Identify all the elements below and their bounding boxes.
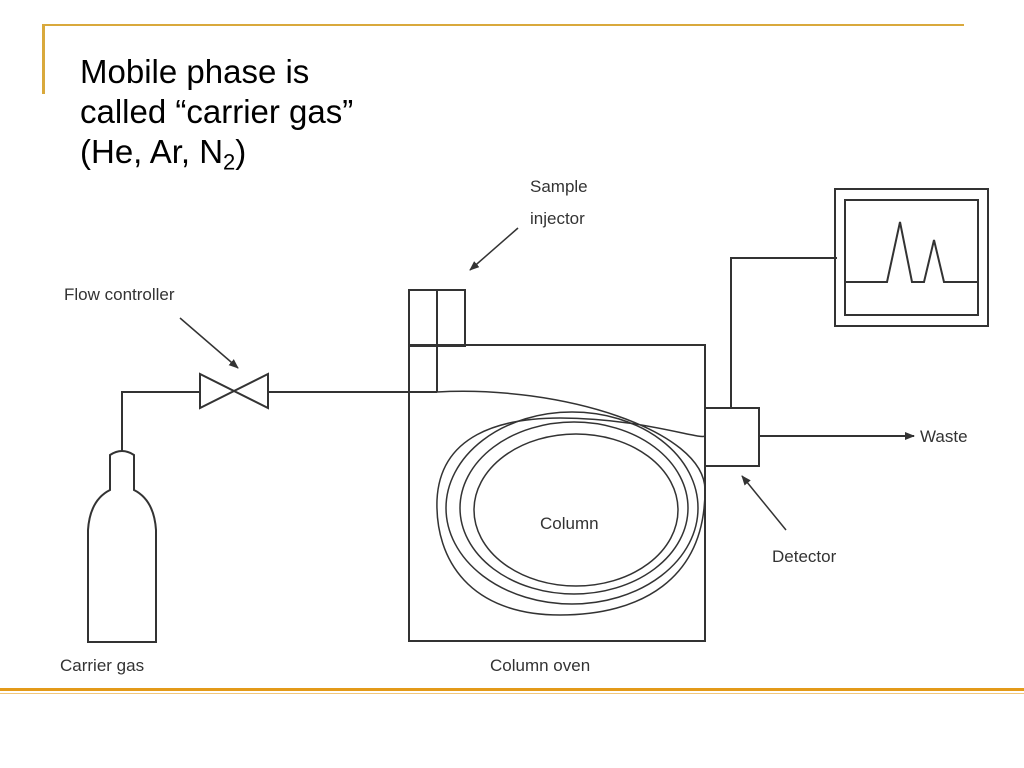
sample-injector <box>408 289 466 392</box>
detector-box <box>704 407 760 467</box>
column-oven-label: Column oven <box>490 656 590 675</box>
coiled-column <box>436 390 706 616</box>
heading-line-1: Mobile phase is <box>80 53 310 90</box>
waste-label: Waste <box>920 427 968 446</box>
heading-subscript: 2 <box>223 149 236 175</box>
heading-line-3: (He, Ar, N2) <box>80 132 353 175</box>
flow-controller-pointer <box>179 317 239 369</box>
column-oven <box>408 344 706 642</box>
top-rule <box>42 24 964 26</box>
heading-line-2: called “carrier gas” <box>80 93 354 130</box>
flow-controller-valve <box>199 372 269 410</box>
chromatogram-trace <box>845 221 978 283</box>
detector-pointer <box>741 475 787 531</box>
flow-controller-label: Flow controller <box>64 285 175 304</box>
gas-line-cylinder <box>121 391 200 452</box>
heading-line-3-prefix: (He, Ar, N <box>80 133 224 170</box>
carrier-gas-label: Carrier gas <box>60 656 144 675</box>
carrier-gas-cylinder <box>87 450 157 643</box>
bottom-rule <box>0 688 1024 691</box>
column-label: Column <box>540 514 599 533</box>
recorder-monitor <box>834 188 989 327</box>
left-rule <box>42 24 45 94</box>
signal-wire <box>730 257 837 408</box>
sample-injector-pointer <box>469 227 519 271</box>
bottom-rule-thin <box>0 693 1024 694</box>
sample-injector-label-1: Sample <box>530 177 588 196</box>
slide-heading: Mobile phase is called “carrier gas” (He… <box>80 52 354 175</box>
heading-line-3-suffix: ) <box>235 133 247 170</box>
sample-injector-label-2: injector <box>530 209 585 228</box>
detector-label: Detector <box>772 547 837 566</box>
